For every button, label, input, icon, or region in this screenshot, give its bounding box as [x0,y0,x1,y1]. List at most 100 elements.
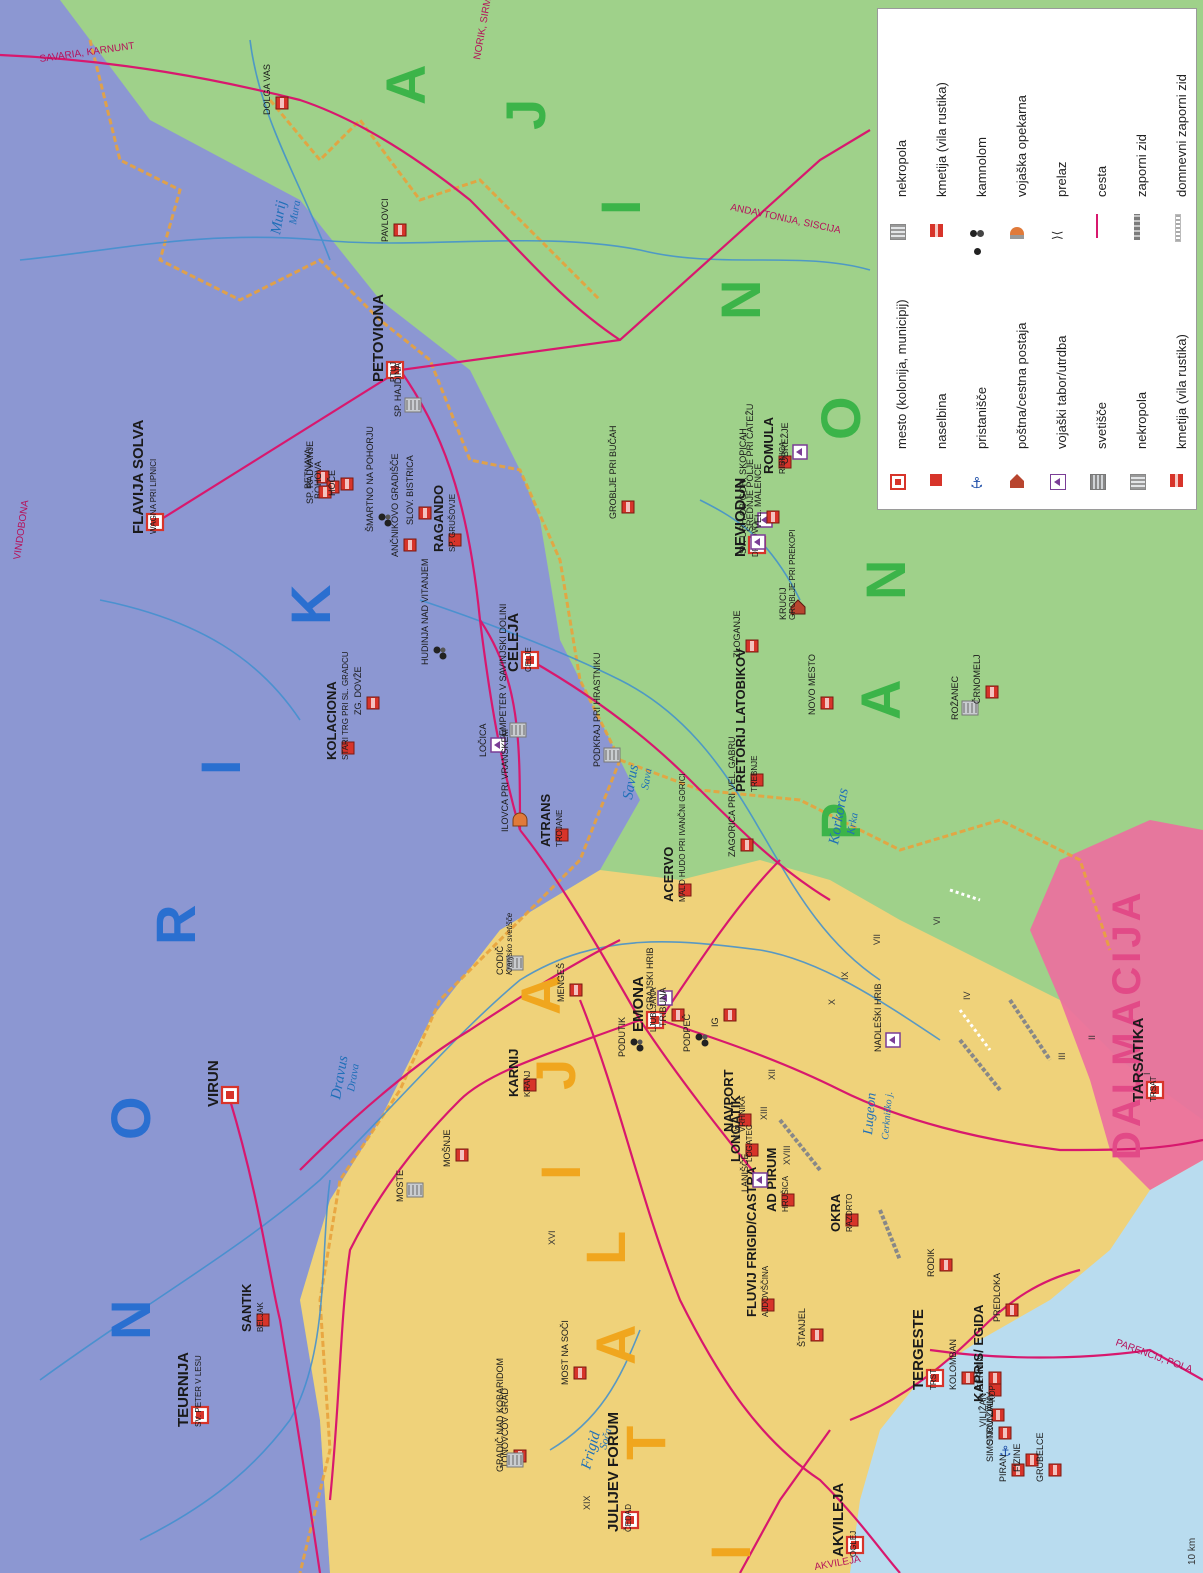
place-name: KOLACIONA [324,681,339,760]
svg-text:⚓: ⚓ [999,1443,1012,1459]
place-37[interactable]: HUDINJA NAD VITANJEM [420,559,447,665]
place-47[interactable]: PODKRAJ PRI HRASTNIKU [592,652,621,767]
place-71[interactable]: KOLOMBAN [948,1339,975,1390]
settlement-icon [761,1298,775,1312]
place-34[interactable]: SLOV. BISTRICA [405,455,432,525]
place-33[interactable]: HOČE [327,470,354,496]
settlement-icon [555,828,569,842]
place-60[interactable]: NADLEŠKI HRIB [873,983,901,1052]
place-name: PODPEČ [682,1013,692,1052]
place-name: ATRANS [538,793,553,847]
place-32[interactable]: SP. RADVANJE [305,441,332,504]
place-30[interactable]: BETNAVA [303,448,330,489]
place-27[interactable]: DOLGA VAS [262,64,289,115]
place-74[interactable]: ⚓SIMONOV ZALIV [985,1392,1012,1462]
road-line-icon [1096,214,1098,238]
presumed-wall-icon [1175,214,1181,242]
province-noricum-letter-5: K [279,585,342,625]
place-54[interactable]: MENGEŠ [556,963,583,1002]
place-6[interactable]: VIRUN [205,1060,240,1107]
anchor-icon: ⚓ [970,475,984,492]
place-name: VEL. MALENCE [753,463,763,529]
place-42[interactable]: VEL. MALENCE [753,463,780,529]
legend-label: prelaz [1054,161,1069,197]
place-64[interactable]: RODIK [926,1248,953,1277]
place-subname: PTUJ [389,362,398,382]
place-name: KRUCIJ [778,587,788,620]
place-name: ZAGORICA PRI VEL. GABRU [727,736,737,857]
place-36[interactable]: ANČNIKOVO GRADIŠČE [390,453,417,557]
place-63[interactable]: LANIŠČE [740,1153,768,1192]
place-41[interactable]: OBREŽJE [780,422,808,464]
place-69[interactable]: GRADIČ NAD KOBARIDOM [495,1358,524,1472]
place-51[interactable]: ROŽANEC [950,675,979,720]
place-name: NAVPORT [721,1069,736,1132]
place-55[interactable]: GRAJSKI HRIB [645,947,673,1010]
settlement-icon [781,1193,795,1207]
place-29[interactable]: SP. HAJDINA [393,363,422,417]
place-65[interactable]: PREDLOKA [992,1273,1019,1322]
place-name: FIZINE [1012,1444,1022,1473]
place-75[interactable]: PIRAN [998,1454,1025,1482]
place-48[interactable]: ZLOGANJE [732,610,759,658]
place-45[interactable]: LOČICA [478,723,506,757]
place-name: HOČE [327,470,337,496]
place-35[interactable]: ŠMARTNO NA POHORJU [365,426,392,532]
place-58[interactable]: PODPEČ [682,1013,709,1052]
place-52[interactable]: ČRNOMELJ [972,654,999,704]
place-70[interactable]: ŠERMIN [975,1355,1002,1390]
place-49[interactable]: NOVO MESTO [807,654,834,715]
place-44[interactable]: ŠEMPETER V SAVINJSKI DOLINI [498,604,527,742]
wall-number: VI [932,916,942,925]
place-39[interactable]: SV. URH OB GOR. SKOPICAH [738,428,766,554]
town-icon [845,1535,865,1555]
place-name: GROBLJE PRI BUČAH [608,425,618,519]
province-noricum-letter-4: I [189,759,252,775]
place-28[interactable]: PAVLOVCI [380,198,407,242]
place-46[interactable]: ILOVCA PRI VRANSKEM [500,729,528,832]
place-50[interactable]: ZAGORICA PRI VEL. GABRU [727,736,754,857]
place-61[interactable]: MOŠNJE [442,1129,469,1167]
place-77[interactable]: GRUBELCE [1035,1432,1062,1482]
place-name: NOVO MESTO [807,654,817,715]
place-38[interactable]: GROBLJE PRI BUČAH [608,425,635,519]
villa-icon [1048,1463,1062,1477]
place-66[interactable]: ŠTANJEL [797,1308,824,1347]
place-57[interactable]: PODUTIK [617,1017,644,1057]
place-76[interactable]: FIZINE [1012,1444,1039,1473]
place-73[interactable]: STRUNJAN [985,1397,1012,1445]
place-56[interactable]: TRIBUNA [658,987,685,1027]
place-72[interactable]: VILIŽAN [978,1393,1005,1427]
villa-icon [991,1408,1005,1422]
place-43[interactable]: ZG. DOVŽE [353,666,380,715]
place-62[interactable]: MOSTE [395,1170,424,1202]
place-67[interactable]: MOST NA SOČI [560,1320,587,1385]
river-sub-sava: Sava [639,767,655,791]
place-59[interactable]: IG [710,1008,737,1027]
